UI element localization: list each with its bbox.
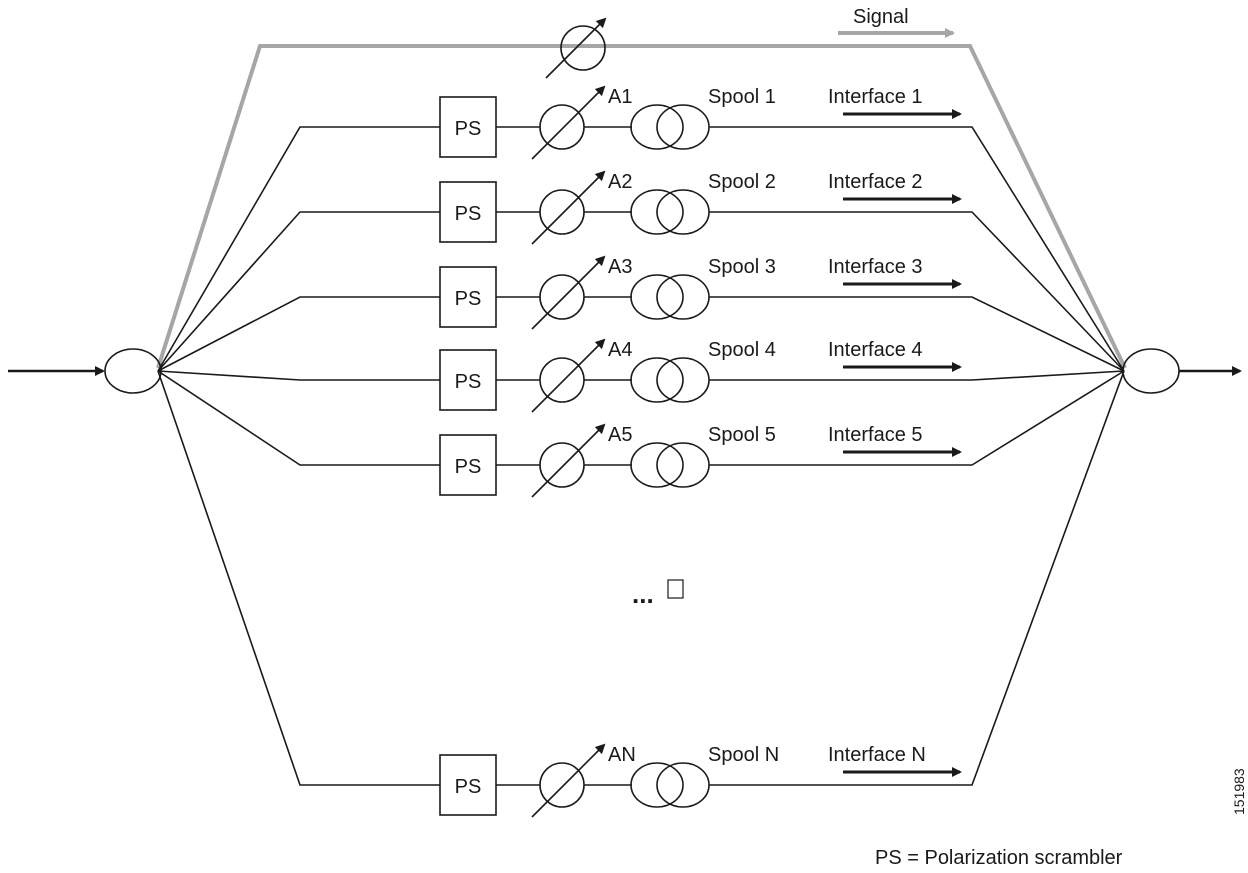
branch-fanout-line [157, 370, 440, 381]
ps-label: PS [455, 203, 482, 225]
combiner-icon [1122, 348, 1180, 394]
attenuator-label: A4 [608, 339, 632, 361]
branch-fanout-line [157, 211, 440, 372]
attenuator-arrow-icon [531, 338, 606, 413]
branch: PS A2 Spool 2 Interface 2 [157, 170, 1125, 372]
branch-fanin-line [709, 370, 1125, 381]
branch-fanin-line [709, 211, 1125, 372]
interface-label: Interface 3 [828, 256, 923, 278]
ps-label: PS [455, 371, 482, 393]
spool-label: Spool 1 [708, 86, 776, 108]
splitter-icon [104, 348, 162, 394]
branch: PS AN Spool N Interface N [157, 370, 1125, 818]
branch-fanout-line [157, 370, 440, 466]
attenuator-label: A2 [608, 171, 632, 193]
attenuator-icon [539, 357, 585, 403]
attenuator-arrow-icon [531, 85, 606, 160]
attenuator-arrow-icon [531, 423, 606, 498]
attenuator-arrow-icon [531, 743, 606, 818]
spool-front-icon [630, 442, 684, 488]
spool-front-icon [630, 189, 684, 235]
spool-label: Spool 5 [708, 424, 776, 446]
attenuator-label: AN [608, 744, 636, 766]
branch-fanin-line [709, 126, 1125, 372]
attenuator-arrow-icon [531, 170, 606, 245]
branch: PS A4 Spool 4 Interface 4 [157, 338, 1125, 413]
legend-text: PS = Polarization scrambler [875, 847, 1123, 869]
signal-path [156, 44, 1127, 369]
signal-attenuator-icon [545, 17, 607, 79]
branch: PS A1 Spool 1 Interface 1 [157, 85, 1125, 372]
spool-front-icon [630, 357, 684, 403]
branches: PS A1 Spool 1 Interface 1 PS A2 Spool 2 Interfa… [157, 85, 1125, 818]
attenuator-icon [539, 189, 585, 235]
branch-fanout-line [157, 370, 440, 786]
spool-label: Spool 3 [708, 256, 776, 278]
interface-label: Interface N [828, 744, 926, 766]
interface-label: Interface 1 [828, 86, 923, 108]
spool-front-icon [630, 274, 684, 320]
ps-label: PS [455, 118, 482, 140]
branch-fanin-line [709, 370, 1125, 786]
spool-label: Spool 4 [708, 339, 776, 361]
ellipsis-label: ... [632, 579, 654, 609]
spool-label: Spool N [708, 744, 779, 766]
branch: PS A5 Spool 5 Interface 5 [157, 370, 1125, 498]
interface-label: Interface 2 [828, 171, 923, 193]
figure-id: 151983 [1231, 768, 1247, 815]
branch: PS A3 Spool 3 Interface 3 [157, 255, 1125, 372]
ps-label: PS [455, 776, 482, 798]
attenuator-icon [539, 762, 585, 808]
spool-label: Spool 2 [708, 171, 776, 193]
signal-label: Signal [853, 6, 909, 28]
attenuator-icon [539, 442, 585, 488]
ps-label: PS [455, 288, 482, 310]
attenuator-label: A3 [608, 256, 632, 278]
interface-label: Interface 4 [828, 339, 923, 361]
attenuator-icon [539, 274, 585, 320]
spool-front-icon [630, 104, 684, 150]
branch-fanout-line [157, 126, 440, 372]
spool-front-icon [630, 762, 684, 808]
attenuator-icon [539, 104, 585, 150]
interface-label: Interface 5 [828, 424, 923, 446]
attenuator-label: A1 [608, 86, 632, 108]
placeholder-box [667, 579, 684, 599]
attenuator-arrow-icon [531, 255, 606, 330]
ps-label: PS [455, 456, 482, 478]
attenuator-label: A5 [608, 424, 632, 446]
branch-fanin-line [709, 370, 1125, 466]
branch-fanout-line [157, 296, 440, 372]
branch-fanin-line [709, 296, 1125, 372]
